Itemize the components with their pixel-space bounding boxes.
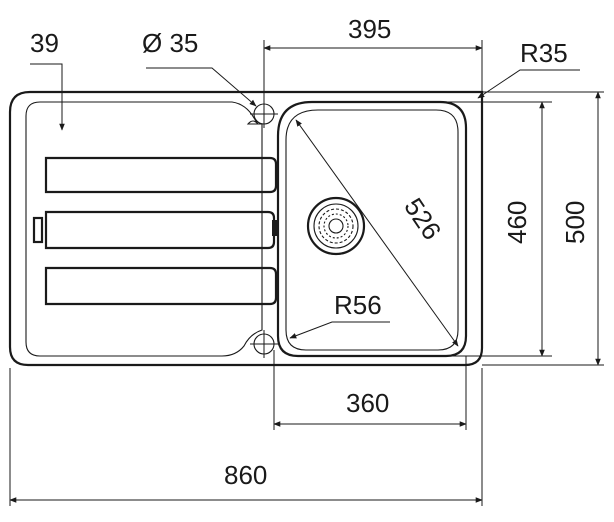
drainer-groove-top (44, 156, 278, 194)
leader-r35 (477, 69, 580, 99)
label-overall-depth: 500 (560, 201, 590, 244)
sink-outer-outline (8, 90, 484, 367)
leader-39 (30, 63, 65, 131)
label-tap-hole: Ø 35 (142, 28, 198, 58)
leader-r56 (289, 321, 390, 339)
label-bowl-depth: 460 (502, 201, 532, 244)
label-bowl-width: 360 (346, 388, 389, 418)
label-drainer-offset: 39 (30, 28, 59, 58)
drainer-groove-bottom (44, 266, 278, 306)
strainer-icon (306, 196, 366, 256)
label-bowl-diagonal: 526 (398, 192, 447, 245)
label-bowl-radius: R56 (334, 290, 382, 320)
label-bowl-offset: 395 (348, 14, 391, 44)
dim-line-526 (295, 119, 459, 347)
label-overall-width: 860 (224, 460, 267, 490)
tap-hole-top (250, 100, 278, 128)
leader-tap-hole (146, 67, 257, 107)
label-corner-radius: R35 (520, 38, 568, 68)
overflow-slot (32, 216, 44, 244)
groove-end-tab (272, 220, 277, 236)
drainer-groove-middle (44, 210, 276, 250)
tap-hole-bottom (250, 330, 278, 358)
drainer-inner-outline (25, 101, 263, 357)
